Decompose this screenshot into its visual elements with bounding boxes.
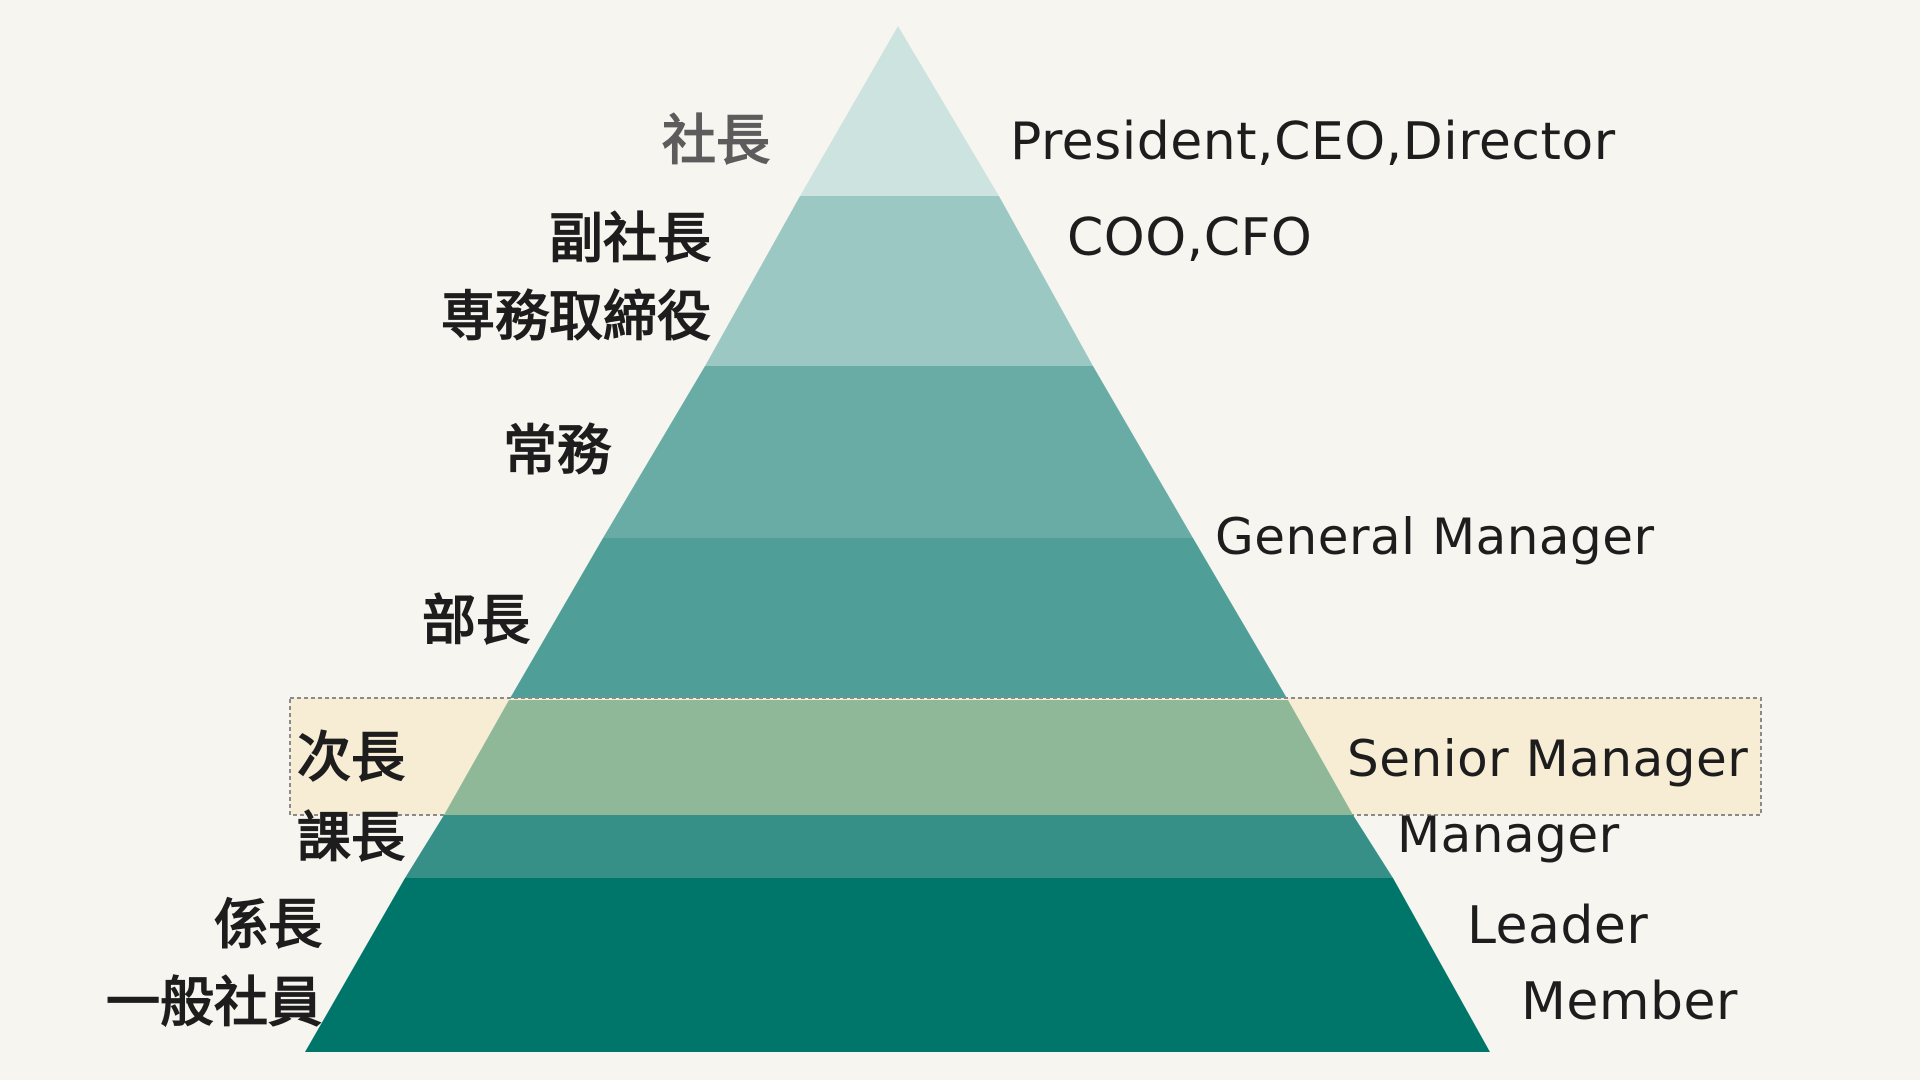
label-en-senior-manager: Senior Manager — [1347, 730, 1749, 788]
pyramid-band-department-head — [509, 538, 1288, 700]
label-en-manager: Manager — [1397, 806, 1620, 864]
pyramid-band-deputy-manager — [444, 700, 1353, 815]
label-en-vice-president: COO,CFO — [1067, 208, 1313, 268]
label-jp-deputy-general-manager: 次長 — [297, 726, 405, 789]
pyramid-band-vice-president — [705, 196, 1093, 366]
label-jp-vice-president: 副社長 — [549, 207, 711, 270]
label-jp-general-staff: 一般社員 — [106, 971, 322, 1034]
label-jp-subsection-chief: 係長 — [214, 893, 322, 956]
label-en-member: Member — [1521, 972, 1738, 1032]
label-jp-senior-managing-director: 専務取締役 — [441, 285, 711, 348]
pyramid-band-staff — [305, 878, 1490, 1052]
label-jp-president: 社長 — [662, 109, 770, 172]
label-jp-section-chief: 課長 — [297, 806, 405, 869]
pyramid-band-section-chief — [405, 815, 1393, 878]
label-en-general-manager: General Manager — [1215, 508, 1655, 566]
label-en-leader: Leader — [1467, 896, 1649, 956]
pyramid-band-president — [800, 26, 999, 196]
label-jp-department-head: 部長 — [422, 589, 530, 652]
label-en-president: President,CEO,Director — [1010, 112, 1616, 172]
pyramid-band-managing-director — [603, 366, 1193, 538]
label-jp-managing-director: 常務 — [503, 419, 611, 482]
